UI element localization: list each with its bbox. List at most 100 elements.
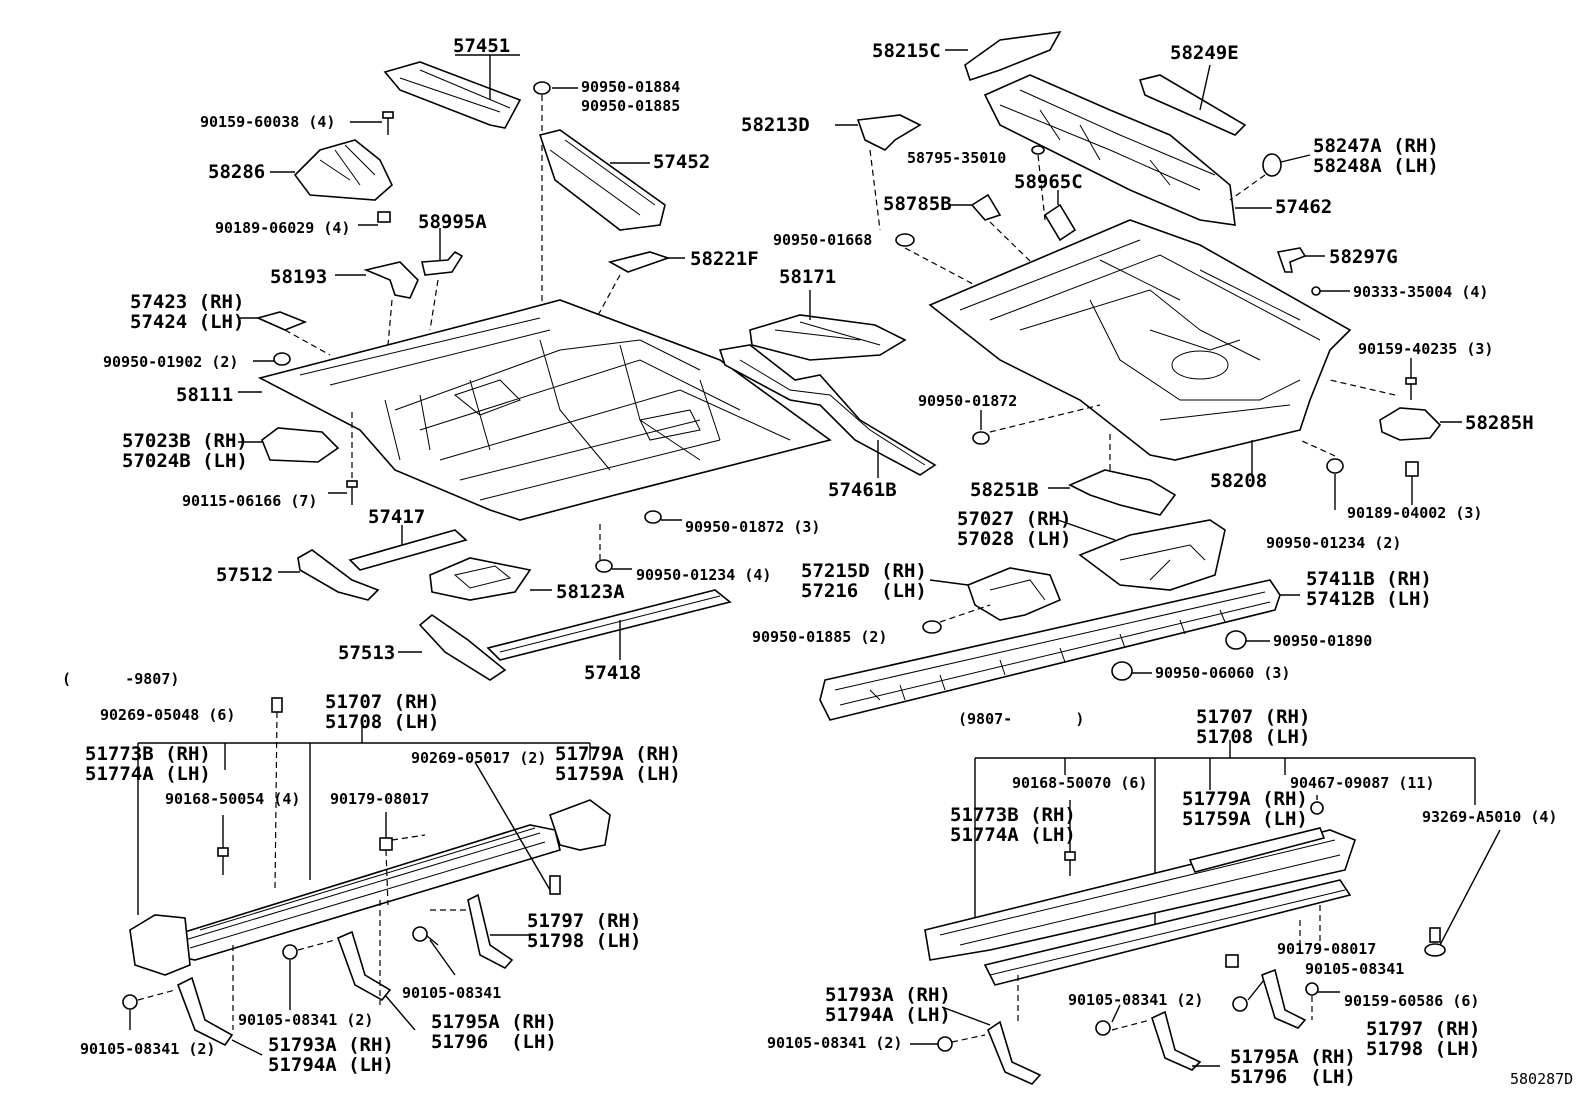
label-51759A-left: 51759A (LH)	[555, 763, 681, 785]
part-58251B-shape	[1068, 469, 1177, 516]
label-51759A-right: 51759A (LH)	[1182, 808, 1308, 830]
part-58215C-shape	[964, 30, 1062, 82]
part-58193-shape	[363, 261, 419, 299]
label-57423: 57423 (RH)	[130, 291, 245, 313]
label-51773B-right: 51773B (RH)	[950, 804, 1076, 826]
label-58285H: 58285H	[1465, 412, 1534, 434]
part-58111-shape	[257, 299, 832, 521]
part-58249E-shape	[1138, 74, 1247, 136]
part-57027-shape	[1078, 519, 1226, 591]
label-90950-01885-2: 90950-01885 (2)	[752, 628, 888, 646]
label-90159-60586: 90159-60586 (6)	[1344, 992, 1480, 1010]
label-51774A-left: 51774A (LH)	[85, 763, 211, 785]
part-58213D-shape	[856, 114, 922, 151]
part-57461B-shape	[718, 344, 937, 476]
drawing-number: 580287D	[1510, 1070, 1574, 1088]
label-90105-08341-right-2: 90105-08341 (2)	[1068, 991, 1204, 1009]
label-90950-01890: 90950-01890	[1273, 632, 1373, 650]
label-58286: 58286	[208, 161, 266, 183]
label-58123A: 58123A	[556, 581, 625, 603]
part-57513-shape	[418, 613, 507, 681]
label-58247A: 58247A (RH)	[1313, 135, 1439, 157]
part-51779A-right-shape	[1188, 827, 1326, 873]
label-90159-40235: 90159-40235 (3)	[1358, 340, 1494, 358]
label-57461B: 57461B	[828, 479, 897, 501]
label-90105-08341-right-3: 90105-08341 (2)	[767, 1034, 903, 1052]
label-58208: 58208	[1210, 470, 1268, 492]
label-57024B: 57024B (LH)	[122, 450, 248, 472]
label-57216: 57216 (LH)	[801, 580, 927, 602]
label-57513: 57513	[338, 642, 396, 664]
label-90950-01234-4: 90950-01234 (4)	[636, 566, 772, 584]
label-51794A-left: 51794A (LH)	[268, 1054, 394, 1076]
label-51797-left: 51797 (RH)	[527, 910, 642, 932]
label-90179-08017-left: 90179-08017	[330, 790, 430, 808]
label-57215D: 57215D (RH)	[801, 560, 927, 582]
label-90950-01872-3: 90950-01872 (3)	[685, 518, 821, 536]
label-57451: 57451	[453, 35, 511, 57]
part-51793A-left-shape	[176, 976, 234, 1047]
label-51779A-right: 51779A (RH)	[1182, 788, 1308, 810]
label-90950-01902: 90950-01902 (2)	[103, 353, 239, 371]
label-51793A-left: 51793A (RH)	[268, 1034, 394, 1056]
label-58995A: 58995A	[418, 211, 487, 233]
part-51793A-right-shape	[987, 1020, 1042, 1085]
label-90168-50070: 90168-50070 (6)	[1012, 774, 1148, 792]
part-58286-shape	[293, 139, 393, 201]
part-58297G-shape	[1276, 247, 1307, 273]
label-57412B: 57412B (LH)	[1306, 588, 1432, 610]
label-range-right: (9807- )	[958, 710, 1085, 728]
label-57424: 57424 (LH)	[130, 311, 245, 333]
label-90105-08341-right-1: 90105-08341	[1305, 960, 1405, 978]
label-58297G: 58297G	[1329, 246, 1398, 268]
label-90950-01885: 90950-01885	[581, 97, 681, 115]
part-57423-shape	[255, 311, 308, 331]
label-51774A-right: 51774A (LH)	[950, 824, 1076, 846]
label-58251B: 58251B	[970, 479, 1039, 501]
label-51795A-right: 51795A (RH)	[1230, 1046, 1356, 1068]
part-57512-shape	[297, 549, 380, 601]
label-90115-06166: 90115-06166 (7)	[182, 492, 318, 510]
label-58213D: 58213D	[741, 114, 810, 136]
label-58965C: 58965C	[1014, 171, 1083, 193]
part-51797-left-shape	[467, 893, 514, 969]
label-51708-right: 51708 (LH)	[1196, 726, 1311, 748]
part-58965C-shape	[1043, 203, 1077, 242]
label-51773B-left: 51773B (RH)	[85, 743, 211, 765]
label-58795-35010: 58795-35010	[907, 149, 1007, 167]
label-57411B: 57411B (RH)	[1306, 568, 1432, 590]
label-51708-left: 51708 (LH)	[325, 711, 440, 733]
part-51707-left-shape	[171, 824, 561, 961]
label-90159-60038: 90159-60038 (4)	[200, 113, 336, 131]
label-58249E: 58249E	[1170, 42, 1239, 64]
plug-90950-01884-shape	[533, 81, 551, 95]
label-57462: 57462	[1275, 196, 1333, 218]
label-90105-08341-left-1: 90105-08341	[402, 984, 502, 1002]
label-57512: 57512	[216, 564, 274, 586]
label-90467-09087: 90467-09087 (11)	[1290, 774, 1435, 792]
label-51796-right: 51796 (LH)	[1230, 1066, 1356, 1088]
part-58285H-shape	[1379, 407, 1442, 441]
label-51707-left: 51707 (RH)	[325, 691, 440, 713]
label-58248A: 58248A (LH)	[1313, 155, 1439, 177]
part-58171-shape	[749, 314, 907, 361]
label-90168-50054: 90168-50054 (4)	[165, 790, 301, 808]
label-57452: 57452	[653, 151, 711, 173]
label-57023B: 57023B (RH)	[122, 430, 248, 452]
label-58215C: 58215C	[872, 40, 941, 62]
part-57452-shape	[538, 129, 666, 231]
part-57417-shape	[348, 529, 468, 571]
label-58785B: 58785B	[883, 193, 952, 215]
label-58111: 58111	[176, 384, 234, 406]
part-51797-right-shape	[1261, 968, 1307, 1029]
part-58123A-shape	[429, 557, 532, 601]
label-58193: 58193	[270, 266, 328, 288]
part-51795A-left-shape	[336, 930, 392, 1002]
label-51798-right: 51798 (LH)	[1366, 1038, 1481, 1060]
label-90950-01234-2: 90950-01234 (2)	[1266, 534, 1402, 552]
label-90950-01872: 90950-01872	[918, 392, 1018, 410]
part-57215D-shape	[966, 567, 1062, 621]
label-58221F: 58221F	[690, 248, 759, 270]
